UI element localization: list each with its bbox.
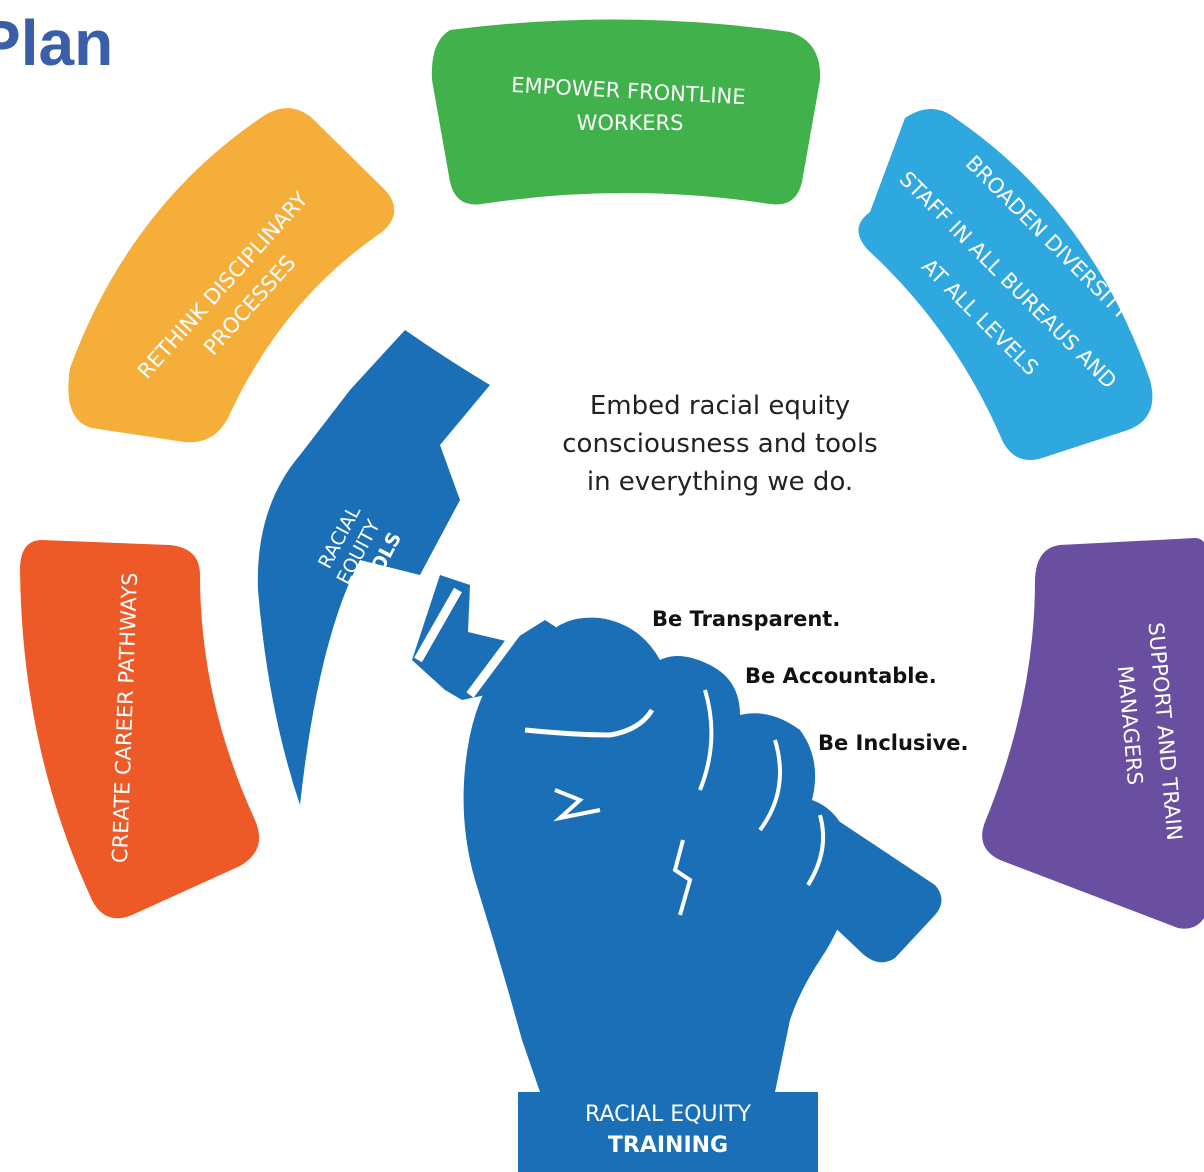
motto-accountable: Be Accountable.	[745, 664, 937, 688]
segment-empower-shape	[431, 19, 821, 205]
training-line1: RACIAL EQUITY	[585, 1102, 751, 1127]
hammer-collar-line	[466, 625, 524, 698]
training-box-shape	[518, 1092, 818, 1172]
segment-career-shape	[20, 540, 260, 919]
fist-crease	[672, 839, 693, 916]
segment-support-train-managers: SUPPORT AND TRAIN MANAGERS	[982, 538, 1204, 929]
segment-rethink-shape	[68, 108, 395, 443]
motto-transparent: Be Transparent.	[652, 607, 840, 631]
hammer-head-shape	[257, 330, 490, 805]
center-line2: consciousness and tools	[562, 429, 877, 459]
center-statement: Embed racial equity consciousness and to…	[562, 391, 877, 497]
fist-finger-line	[806, 814, 826, 887]
center-line3: in everything we do.	[587, 467, 853, 497]
training-line2: TRAINING	[608, 1133, 728, 1158]
fist-crease	[524, 708, 655, 738]
motto-inclusive: Be Inclusive.	[818, 731, 969, 755]
fist-finger-line	[758, 739, 782, 832]
segment-empower-line2: WORKERS	[577, 111, 684, 135]
center-line1: Embed racial equity	[590, 391, 850, 421]
fist-finger-line	[698, 689, 714, 791]
segment-support-shape	[982, 538, 1204, 929]
fist-shape	[463, 617, 852, 1092]
segment-broaden-shape	[858, 109, 1153, 460]
segment-broaden-diversity: BROADEN DIVERSITY OF STAFF IN ALL BUREAU…	[858, 109, 1159, 460]
hammer-collar-line	[414, 587, 462, 663]
segment-empower-frontline-workers: EMPOWER FRONTLINE WORKERS	[431, 19, 821, 205]
segment-create-career-pathways: CREATE CAREER PATHWAYS	[20, 540, 260, 919]
fist	[463, 617, 852, 1092]
training-box: RACIAL EQUITY TRAINING	[518, 1092, 818, 1172]
page-title: Plan	[0, 7, 114, 79]
segment-rethink-disciplinary: RETHINK DISCIPLINARY PROCESSES	[68, 108, 395, 443]
fist-crease	[553, 788, 601, 822]
